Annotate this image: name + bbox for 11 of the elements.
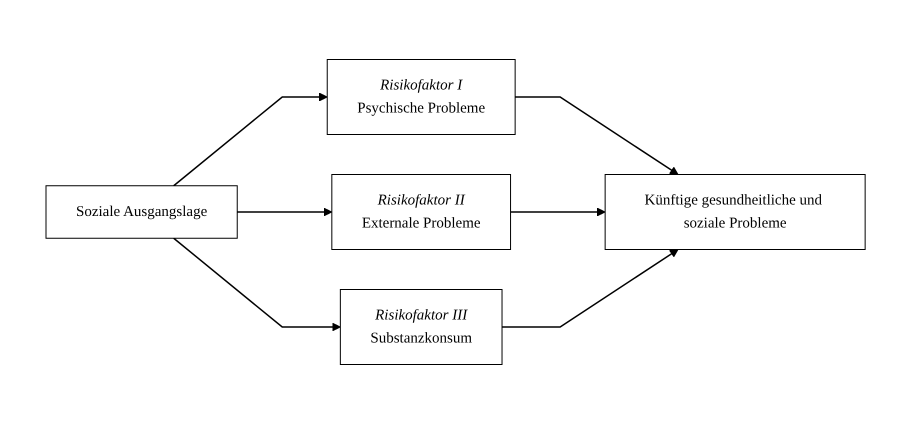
node-box: Risikofaktor I Psychische Probleme	[327, 59, 516, 135]
node-box: Soziale Ausgangslage	[46, 185, 238, 239]
arrow	[174, 92, 328, 186]
arrow	[238, 208, 333, 216]
arrow	[502, 249, 679, 328]
node-box: Risikofaktor III Substanzkonsum	[340, 289, 503, 365]
node-box: Risikofaktor II Externale Probleme	[332, 174, 512, 250]
arrow	[516, 96, 679, 175]
arrow	[510, 208, 606, 216]
arrow	[174, 238, 342, 332]
node-box: Künftige gesundheitliche und soziale Probleme	[605, 174, 866, 250]
